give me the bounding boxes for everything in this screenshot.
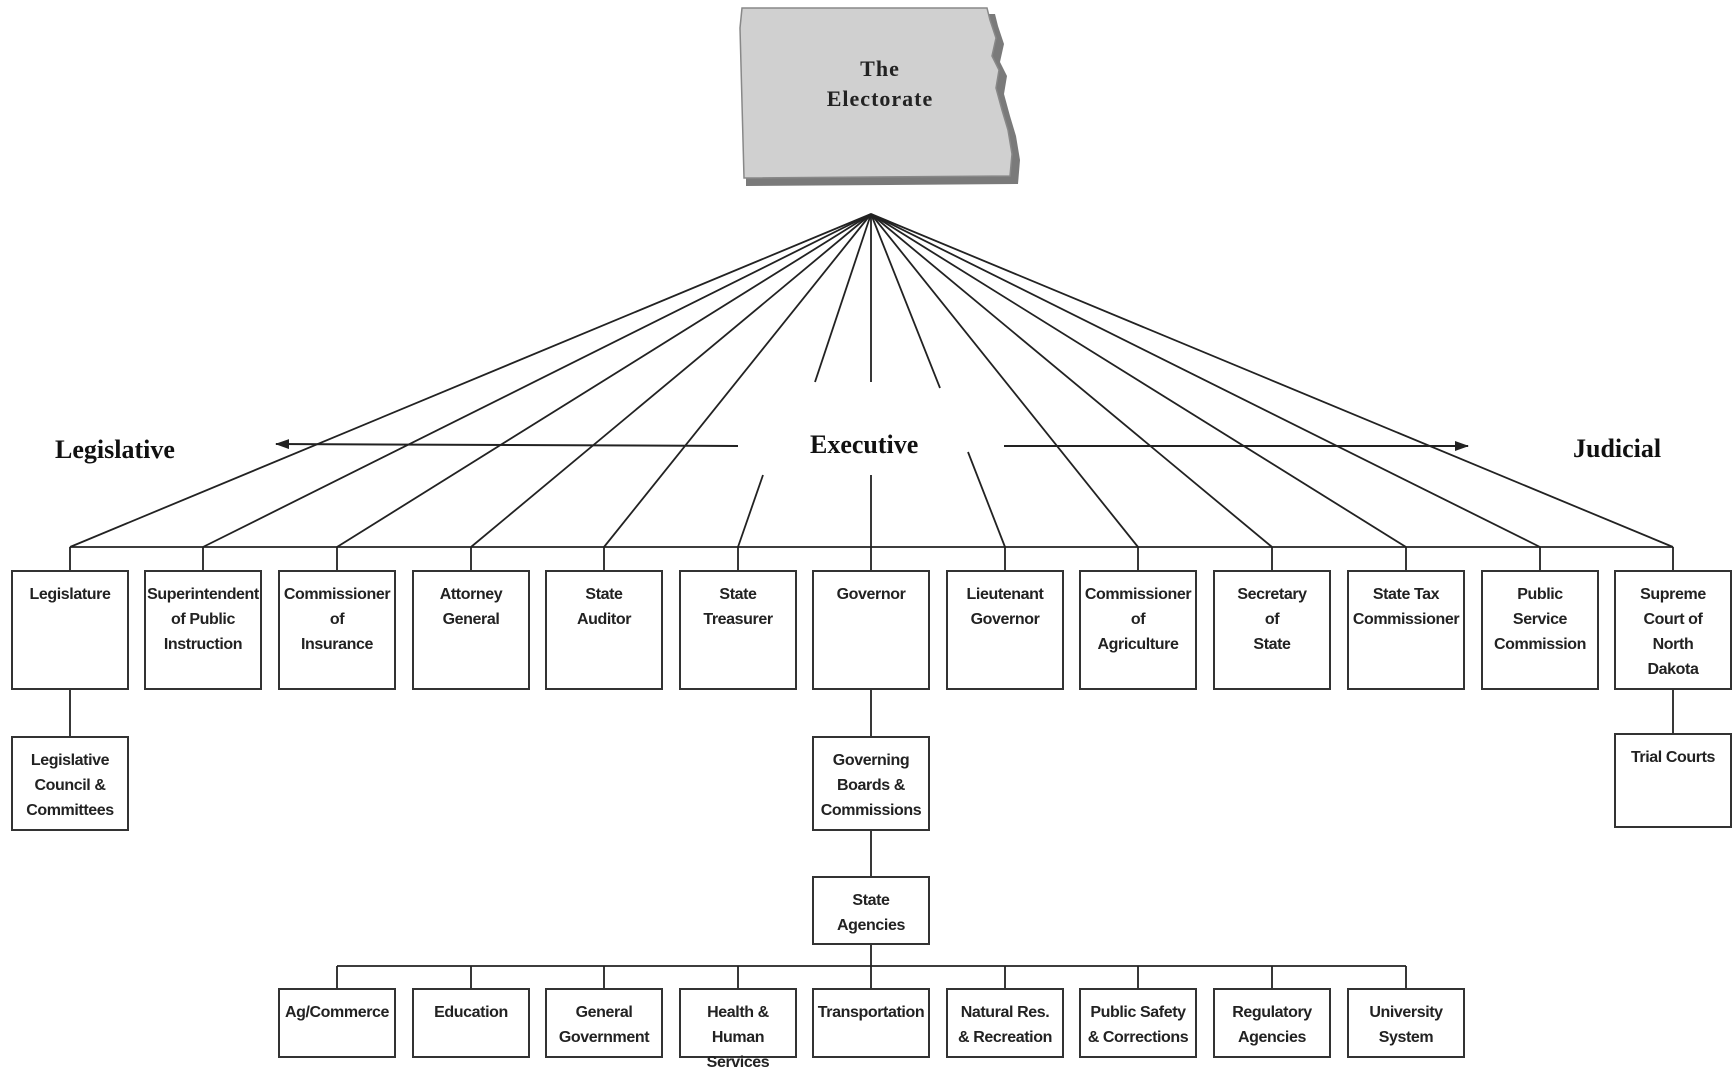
agency-public-safety-box: Public Safety & Corrections (1079, 988, 1197, 1058)
state-agencies-box: State Agencies (812, 876, 930, 945)
electorate-shape (739, 7, 1020, 186)
agency-university-system-box: University System (1347, 988, 1465, 1058)
public-service-commission-box: Public Service Commission (1481, 570, 1599, 690)
agency-transportation-box: Transportation (812, 988, 930, 1058)
legislative-label: Legislative (55, 435, 175, 464)
agency-natural-resources-box: Natural Res. & Recreation (946, 988, 1064, 1058)
agency-education-box: Education (412, 988, 530, 1058)
state-tax-commissioner-box: State Tax Commissioner (1347, 570, 1465, 690)
arrow-to-legislative (275, 439, 739, 450)
trial-courts-box: Trial Courts (1614, 733, 1732, 828)
agency-general-government-box: General Government (545, 988, 663, 1058)
legislature-box: Legislature (11, 570, 129, 690)
connector-lines (69, 213, 1674, 988)
governing-boards-box: Governing Boards & Commissions (812, 736, 930, 831)
state-treasurer-box: State Treasurer (679, 570, 797, 690)
judicial-label: Judicial (1573, 434, 1662, 463)
legislative-council-box: Legislative Council & Committees (11, 736, 129, 831)
superintendent-box: Superintendent of Public Instruction (144, 570, 262, 690)
electorate-label: The Electorate (826, 56, 934, 111)
agency-ag-commerce-box: Ag/Commerce (278, 988, 396, 1058)
agency-regulatory-box: Regulatory Agencies (1213, 988, 1331, 1058)
executive-label: Executive (810, 430, 919, 459)
lieutenant-governor-box: Lieutenant Governor (946, 570, 1064, 690)
commissioner-of-insurance-box: Commissioner of Insurance (278, 570, 396, 690)
state-auditor-box: State Auditor (545, 570, 663, 690)
commissioner-of-agriculture-box: Commissioner of Agriculture (1079, 570, 1197, 690)
agency-health-human-services-box: Health & Human Services (679, 988, 797, 1071)
governor-box: Governor (812, 570, 930, 690)
secretary-of-state-box: Secretary of State (1213, 570, 1331, 690)
attorney-general-box: Attorney General (412, 570, 530, 690)
supreme-court-box: Supreme Court of North Dakota (1614, 570, 1732, 690)
